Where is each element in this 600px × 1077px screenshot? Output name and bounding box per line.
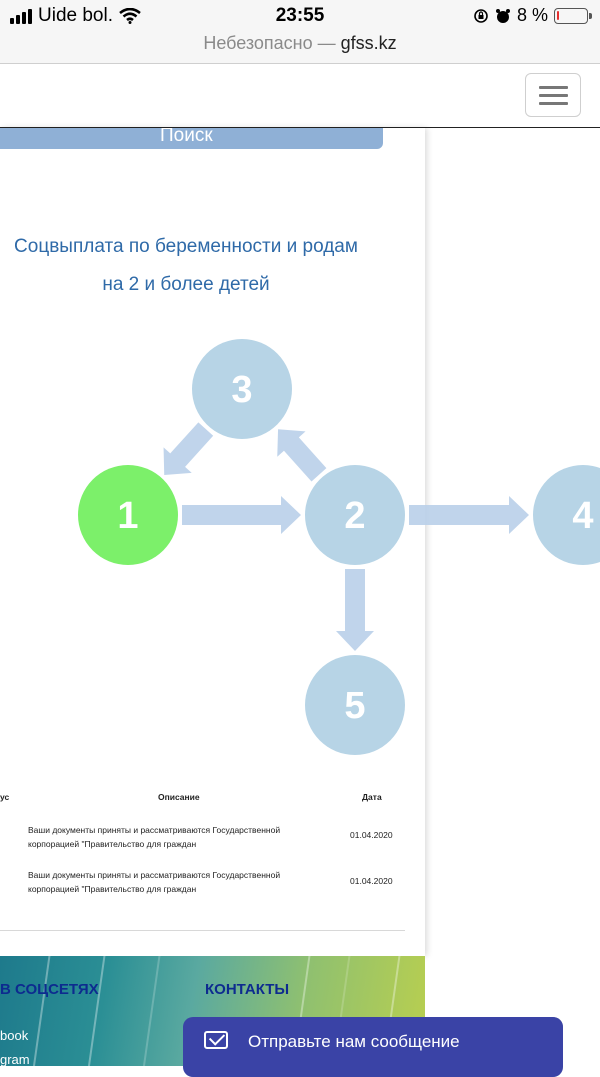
header-date: Дата — [362, 792, 382, 802]
step-node-5[interactable]: 5 — [305, 655, 405, 755]
step-node-1[interactable]: 1 — [78, 465, 178, 565]
arrow-1-to-2 — [182, 496, 301, 534]
envelope-icon — [204, 1031, 228, 1049]
instagram-link[interactable]: gram — [0, 1052, 30, 1066]
arrow-2-to-3 — [277, 429, 327, 482]
footer-contacts-title: КОНТАКТЫ — [205, 981, 290, 998]
status-bar: Uide bol. 23:55 8 % Небезопасно — gfss.k… — [0, 0, 600, 64]
divider — [0, 930, 405, 931]
clock: 23:55 — [275, 5, 325, 26]
hamburger-menu-button[interactable] — [525, 73, 581, 117]
carrier-name: Uide bol. — [38, 5, 113, 26]
step-node-2-label: 2 — [344, 495, 365, 537]
carrier-info: Uide bol. — [10, 5, 141, 27]
send-message-label: Отправьте нам сообщение — [248, 1032, 460, 1051]
step-node-4[interactable]: 4 — [533, 465, 600, 565]
arrow-2-to-4 — [409, 496, 529, 534]
address-bar[interactable]: Небезопасно — gfss.kz — [0, 33, 600, 54]
rotation-lock-icon — [474, 8, 488, 23]
url-security-label: Небезопасно — — [203, 33, 341, 53]
page-title-line2: на 2 и более детей — [102, 274, 270, 295]
search-button-label: Поиск — [160, 128, 213, 146]
header-status: ус — [0, 792, 10, 802]
step-node-3-label: 3 — [231, 369, 252, 411]
row-2-description: Ваши документы приняты и рассматриваются… — [28, 870, 281, 894]
battery-icon — [554, 7, 592, 24]
alarm-icon — [495, 8, 510, 23]
site-header — [0, 64, 600, 128]
send-message-widget[interactable]: Отправьте нам сообщение — [183, 1017, 563, 1077]
arrow-2-to-5 — [336, 569, 374, 651]
page-title: Соцвыплата по беременности и родам на 2 … — [0, 228, 372, 304]
row-1-date: 01.04.2020 — [350, 830, 393, 840]
wifi-icon — [119, 8, 141, 24]
facebook-link[interactable]: book — [0, 1028, 29, 1043]
search-button[interactable]: Поиск — [0, 128, 383, 149]
footer-social-title: В СОЦСЕТЯХ — [0, 981, 99, 998]
step-node-5-label: 5 — [344, 685, 365, 727]
step-node-4-label: 4 — [572, 495, 593, 537]
row-2-date: 01.04.2020 — [350, 876, 393, 886]
page-title-line1: Соцвыплата по беременности и родам — [14, 236, 358, 257]
status-icons: 8 % — [473, 5, 592, 26]
step-node-3[interactable]: 3 — [192, 339, 292, 439]
step-node-2[interactable]: 2 — [305, 465, 405, 565]
header-description: Описание — [158, 792, 200, 802]
battery-percent: 8 % — [516, 5, 548, 25]
arrow-3-to-1 — [163, 422, 214, 475]
step-node-1-label: 1 — [117, 495, 138, 537]
process-diagram: 1 2 3 4 5 — [78, 339, 600, 755]
url-domain: gfss.kz — [340, 33, 397, 53]
signal-icon — [10, 8, 32, 24]
row-1-description: Ваши документы приняты и рассматриваются… — [28, 825, 281, 849]
